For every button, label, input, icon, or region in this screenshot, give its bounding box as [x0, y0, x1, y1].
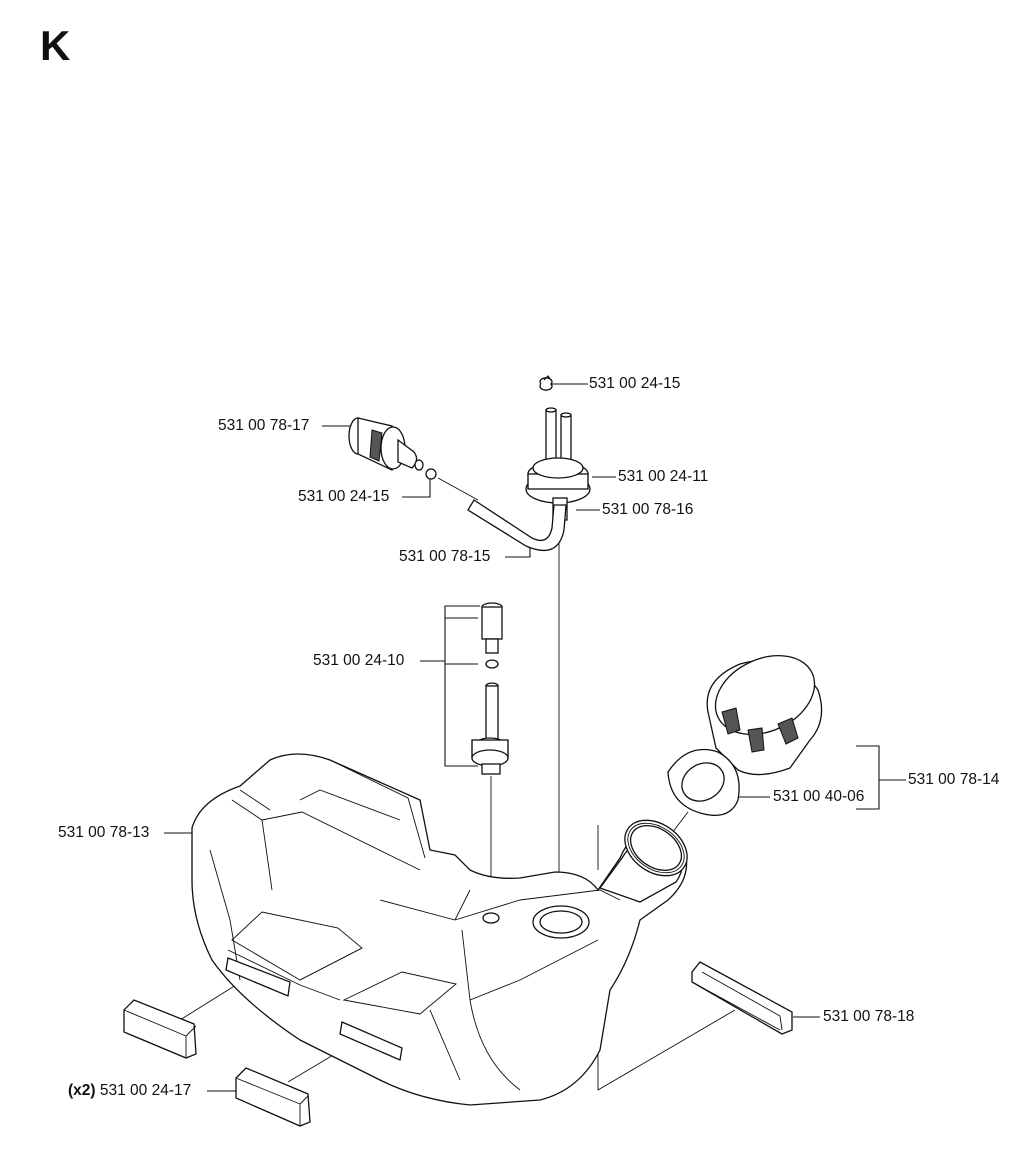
- part-label-p8: 531 00 78-14: [908, 771, 1000, 788]
- fuel-tank: [191, 753, 688, 1106]
- part-number: 531 00 24-17: [99, 1082, 192, 1099]
- rubber-pad-left-2: [235, 1067, 311, 1127]
- part-label-p10: 531 00 78-13: [58, 824, 150, 841]
- fuel-hose: [467, 499, 567, 551]
- part-label-p4: 531 00 24-15: [298, 488, 390, 505]
- part-label-p9: 531 00 40-06: [773, 788, 865, 805]
- grommet-with-tubes: [525, 407, 591, 521]
- leader-lines: [164, 383, 906, 1092]
- part-quantity: (x2): [68, 1082, 96, 1099]
- part-label-p12: (x2) 531 00 24-17: [68, 1082, 191, 1100]
- rubber-pad-left-1: [123, 999, 197, 1059]
- part-label-p11: 531 00 78-18: [823, 1008, 915, 1025]
- vent-valve-assembly: [471, 602, 509, 775]
- cap-seal: [667, 748, 740, 817]
- part-label-p2: 531 00 78-17: [218, 417, 310, 434]
- part-label-p6: 531 00 78-15: [399, 548, 491, 565]
- fuel-cap: [706, 655, 823, 776]
- part-label-p3: 531 00 24-11: [618, 468, 709, 485]
- section-letter: K: [40, 22, 71, 69]
- part-label-p7: 531 00 24-10: [313, 652, 405, 669]
- part-label-p5: 531 00 78-16: [602, 501, 694, 518]
- fuel-filter: [348, 417, 437, 480]
- circlip-top: [539, 375, 553, 391]
- rubber-pad-right: [691, 961, 793, 1035]
- part-label-p1: 531 00 24-15: [589, 375, 681, 392]
